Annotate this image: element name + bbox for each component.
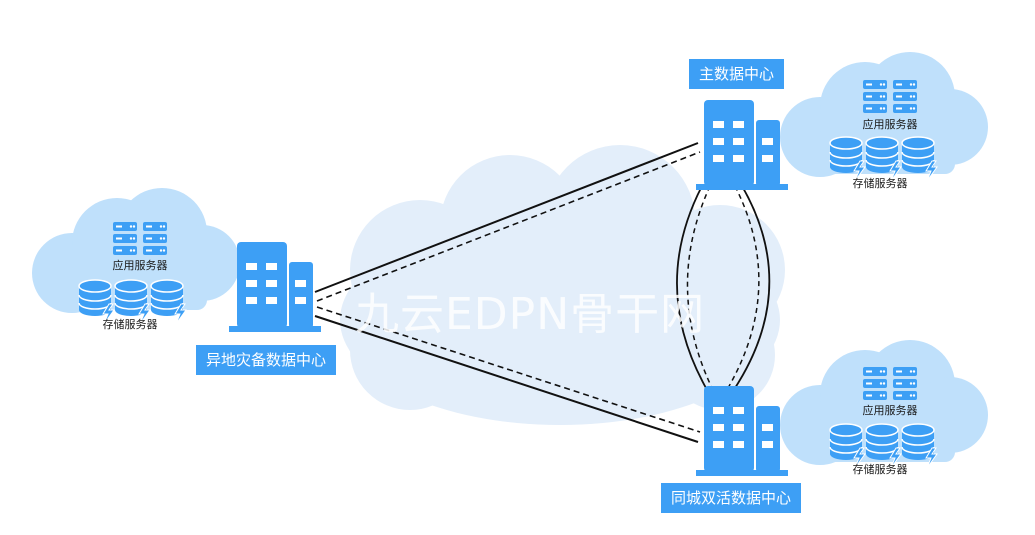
caption-app-server-active: 应用服务器: [862, 404, 918, 417]
caption-storage-server-primary: 存储服务器: [852, 177, 908, 190]
link-primary-active: [676, 185, 771, 389]
building-icon-primary: [696, 100, 788, 190]
label-disaster-dc: 异地灾备数据中心: [196, 345, 337, 375]
caption-storage-server-disaster: 存储服务器: [102, 318, 158, 331]
building-icon-active: [696, 386, 788, 476]
caption-app-server-primary: 应用服务器: [862, 118, 918, 131]
label-primary-dc: 主数据中心: [689, 59, 785, 89]
link-disaster-primary: [314, 142, 701, 302]
building-icon-disaster: [229, 242, 321, 332]
link-disaster-active: [314, 306, 701, 443]
caption-app-server-disaster: 应用服务器: [112, 259, 168, 272]
backbone-cloud: [340, 145, 785, 425]
watermark-text: 九云EDPN骨干网: [355, 289, 706, 340]
label-active-dc: 同城双活数据中心: [661, 483, 802, 513]
caption-storage-server-active: 存储服务器: [852, 463, 908, 476]
